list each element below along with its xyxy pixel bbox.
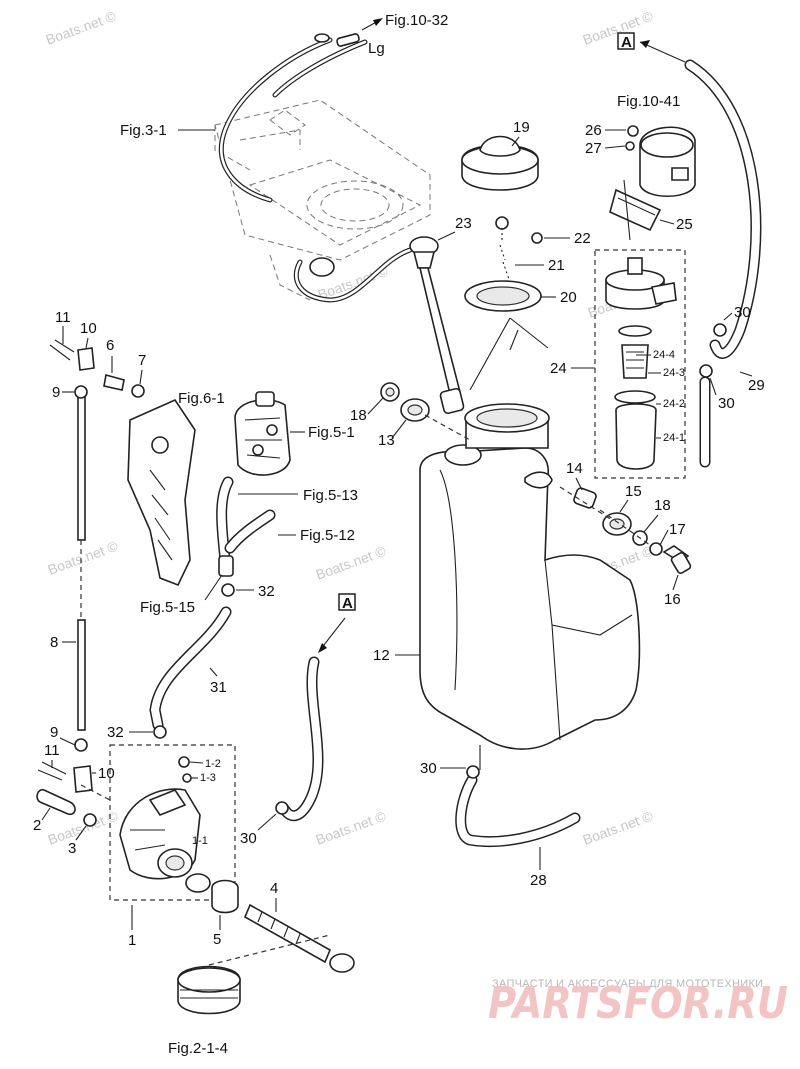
fuel-pump-fig5-1 (234, 391, 291, 476)
callout-11-top: 11 (55, 309, 71, 326)
callout-5: 5 (213, 931, 221, 948)
watermark: Boats.net © (314, 542, 389, 582)
callout-11-bot: 11 (44, 742, 60, 759)
fig-ref-5-12: Fig.5-12 (300, 527, 355, 544)
watermark: Boats.net © (314, 807, 389, 847)
callout-22: 22 (574, 230, 591, 247)
callout-26: 26 (585, 122, 602, 139)
hoses (149, 59, 762, 848)
callout-25: 25 (676, 216, 693, 233)
callout-32-b: 32 (107, 724, 124, 741)
control-rod (37, 339, 145, 793)
callout-30-a: 30 (734, 304, 751, 321)
callout-1: 1 (128, 932, 136, 949)
marker-a-top: A (617, 32, 686, 63)
callout-1-2: 1-2 (205, 758, 221, 770)
brand-name: PARTSFOR.RU (488, 978, 788, 1029)
callout-9-top: 9 (52, 384, 60, 401)
filler-cap-assembly (461, 135, 549, 391)
callout-3: 3 (68, 840, 76, 857)
callout-29: 29 (748, 377, 765, 394)
callout-30-c: 30 (420, 760, 437, 777)
callout-24-4: 24-4 (653, 349, 675, 361)
marker-a-mid: A (318, 593, 356, 653)
marker-a-label: A (342, 595, 353, 612)
callout-4: 4 (270, 880, 278, 897)
callout-18-right: 18 (654, 497, 671, 514)
figure-references: Fig.10-32 Lg Fig.3-1 Fig.10-41 Fig.6-1 F… (120, 12, 680, 1057)
callout-10-top: 10 (80, 320, 97, 337)
callout-31: 31 (210, 679, 227, 696)
oil-level-gauge (409, 236, 465, 415)
callout-30-b: 30 (718, 395, 735, 412)
callout-28: 28 (530, 872, 547, 889)
watermark: Boats.net © (44, 7, 119, 47)
fig-ref-10-41: Fig.10-41 (617, 93, 680, 110)
watermark: Boats.net © (46, 537, 121, 577)
fig-ref-3-1: Fig.3-1 (120, 122, 167, 139)
callout-32-a: 32 (258, 583, 275, 600)
oil-tank (419, 403, 641, 770)
callout-18-left: 18 (350, 407, 367, 424)
callout-1-1: 1-1 (192, 835, 208, 847)
watermark: Boats.net © (581, 807, 656, 847)
callout-8: 8 (50, 634, 58, 651)
callout-30-d: 30 (240, 830, 257, 847)
fig-ref-10-32: Fig.10-32 (385, 12, 448, 29)
fig-ref-5-1: Fig.5-1 (308, 424, 355, 441)
callout-21: 21 (548, 257, 565, 274)
engine-block-outline (214, 99, 431, 301)
callout-27: 27 (585, 140, 602, 157)
callout-15: 15 (625, 483, 642, 500)
watermark: Boats.net © (46, 807, 121, 847)
tank-fittings (380, 382, 692, 574)
wire-harness (218, 33, 368, 203)
gauge-cable (293, 247, 413, 303)
callout-1-3: 1-3 (200, 772, 216, 784)
callout-24-2: 24-2 (663, 398, 685, 410)
callout-6: 6 (106, 337, 114, 354)
fig-ref-6-1: Fig.6-1 (178, 390, 225, 407)
callout-24: 24 (550, 360, 567, 377)
callout-24-3: 24-3 (663, 367, 685, 379)
callout-16: 16 (664, 591, 681, 608)
callout-7: 7 (138, 352, 146, 369)
fig-ref-5-15: Fig.5-15 (140, 599, 195, 616)
fig-ref-5-13: Fig.5-13 (303, 487, 358, 504)
callout-20: 20 (560, 289, 577, 306)
fig-ref-2-1-4: Fig.2-1-4 (168, 1040, 228, 1057)
oil-pump-assembly (36, 744, 355, 1015)
callout-10-bot: 10 (98, 765, 115, 782)
bracket-fig6-1 (127, 398, 196, 587)
brand-watermark: ЗАПЧАСТИ И АКСЕССУАРЫ ДЛЯ МОТОТЕХНИКИ PA… (488, 978, 788, 1029)
marker-a-label: A (621, 34, 632, 51)
callout-17: 17 (669, 521, 686, 538)
callout-12: 12 (373, 647, 390, 664)
oil-filter-assembly (594, 249, 686, 479)
callout-numbers: 1 1-1 1-2 1-3 2 3 4 5 6 7 8 9 9 10 10 11… (33, 119, 765, 949)
callout-23: 23 (455, 215, 472, 232)
callout-14: 14 (566, 460, 583, 477)
fig-ref-lg: Lg (368, 40, 385, 57)
callout-24-1: 24-1 (663, 432, 685, 444)
callout-9-bot: 9 (50, 724, 58, 741)
callout-13: 13 (378, 432, 395, 449)
callout-2: 2 (33, 817, 41, 834)
upper-pump (609, 125, 696, 241)
brand-caption: ЗАПЧАСТИ И АКСЕССУАРЫ ДЛЯ МОТОТЕХНИКИ (492, 978, 763, 990)
callout-19: 19 (513, 119, 530, 136)
